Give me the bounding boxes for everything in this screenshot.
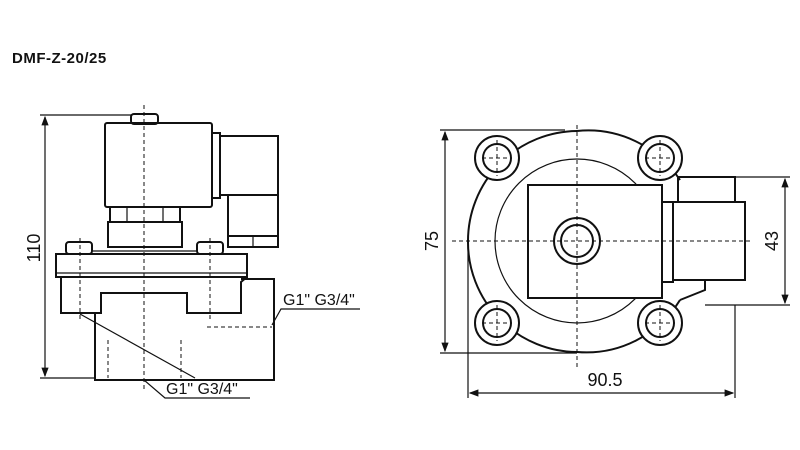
- cable-connector: [211, 132, 279, 248]
- bottom-port-callout: G1" G3/4": [79, 313, 250, 399]
- side-port-callout: G1" G3/4": [271, 292, 360, 326]
- height-dimension-75: 75: [422, 129, 577, 354]
- armature-nut: [107, 206, 183, 248]
- width-90-5-label: 90.5: [587, 370, 622, 390]
- top-centerlines: [452, 125, 752, 368]
- top-view: 75 43 90.5: [422, 125, 790, 398]
- side-view: 110 G1" G3/4" G1" G3/4": [24, 105, 360, 399]
- height-75-label: 75: [422, 231, 442, 251]
- coil: [104, 113, 213, 208]
- height-dimension-110: 110: [24, 114, 132, 379]
- centerlines: [79, 105, 272, 390]
- connector-43-label: 43: [762, 231, 782, 251]
- side-port-label: G1" G3/4": [283, 292, 355, 309]
- valve-body: [55, 253, 275, 381]
- connector-dimension-43: 43: [735, 176, 790, 305]
- height-dim-label: 110: [24, 234, 44, 263]
- drawing-title: DMF-Z-20/25: [12, 50, 107, 67]
- width-dimension-90-5: 90.5: [467, 241, 736, 398]
- bottom-port-label: G1" G3/4": [166, 381, 238, 398]
